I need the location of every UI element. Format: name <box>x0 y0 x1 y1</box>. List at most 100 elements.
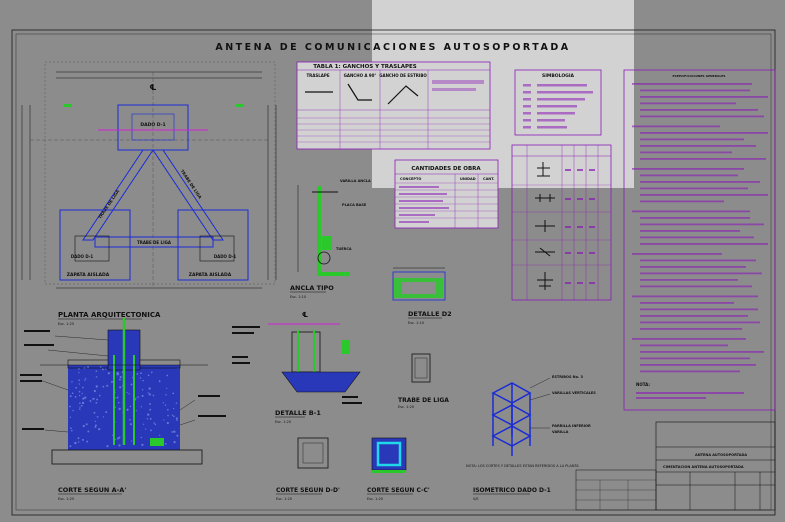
concrete-speck <box>141 389 144 391</box>
cc-plate <box>372 470 406 473</box>
concrete-speck <box>152 394 155 397</box>
concrete-speck <box>135 410 137 412</box>
sheet-title: ANTENA DE COMUNICACIONES AUTOSOPORTADA <box>215 42 570 53</box>
note-line <box>640 181 760 183</box>
dado-left <box>74 235 110 262</box>
plan-dim-frame <box>44 61 276 285</box>
concrete-speck <box>93 411 96 414</box>
dado-right <box>199 235 235 262</box>
notes-nota-text <box>636 392 744 394</box>
concrete-speck <box>93 390 96 393</box>
trabe-liga-inner <box>414 357 428 379</box>
concrete-speck <box>129 423 132 426</box>
iso-title: ISOMETRICO DADO D-1 <box>473 487 551 494</box>
b1-callouts <box>232 326 362 404</box>
ancla-rod <box>317 186 321 266</box>
concrete-speck <box>176 419 178 422</box>
concrete-speck <box>70 427 72 430</box>
concrete-speck <box>85 423 88 426</box>
b1-base <box>281 371 361 393</box>
b1-bolt <box>342 340 350 354</box>
notes-lines <box>632 83 768 373</box>
cantidades-h3: CANT. <box>483 177 494 181</box>
concrete-speck <box>77 437 80 440</box>
concrete-speck <box>126 391 128 394</box>
concrete-speck <box>106 445 109 448</box>
ancla-tag-1: VARILLA ANCLA <box>340 179 371 183</box>
concrete-speck <box>149 403 152 405</box>
note-line <box>632 210 750 213</box>
dd-scale: Esc. 1:20 <box>276 497 292 501</box>
dd-body <box>297 437 329 469</box>
concrete-speck <box>119 386 122 389</box>
concrete-speck <box>165 394 167 396</box>
note-line <box>640 109 758 111</box>
trabe-horizontal <box>94 236 214 248</box>
concrete-speck <box>167 408 169 411</box>
note-line <box>640 194 768 196</box>
concrete-speck <box>84 379 86 381</box>
concrete-speck <box>78 379 81 382</box>
concrete-speck <box>71 392 74 395</box>
concrete-speck <box>95 376 98 378</box>
concrete-speck <box>150 371 153 374</box>
concrete-speck <box>141 443 144 446</box>
concrete-speck <box>145 428 147 430</box>
concrete-speck <box>142 379 144 382</box>
concrete-speck <box>119 376 122 379</box>
concrete-speck <box>84 396 87 399</box>
trabe-liga-title: TRABE DE LIGA <box>398 397 449 404</box>
note-line <box>640 89 750 92</box>
concrete-speck <box>69 395 72 398</box>
concrete-speck <box>118 444 121 447</box>
corte-aa-callouts <box>39 335 196 433</box>
plan-axis-symbol: ℄ <box>149 83 156 92</box>
concrete-speck <box>146 418 149 420</box>
note-line <box>640 145 756 147</box>
concrete-speck <box>86 440 89 443</box>
concrete-speck <box>87 430 90 433</box>
concrete-speck <box>139 377 142 379</box>
d2-outline <box>392 271 446 301</box>
table1-col3: GANCHO DE ESTRIBO <box>379 73 427 78</box>
concrete-speck <box>143 423 145 425</box>
concrete-speck <box>107 372 110 375</box>
dado-right-label: DADO D-1 <box>214 254 237 259</box>
note-line <box>640 279 738 281</box>
concrete-speck <box>74 396 77 398</box>
concrete-speck <box>96 398 98 401</box>
rebar-row-rules <box>512 184 611 266</box>
concrete-speck <box>99 366 102 368</box>
iso-callouts <box>529 377 551 429</box>
concrete-speck <box>106 384 109 387</box>
cantidades-rows <box>395 182 498 219</box>
isometrico-dado: ESTRIBOS No. 3 VARILLAS VERTICALES PARRI… <box>473 375 596 501</box>
note-line <box>640 217 750 219</box>
note-line <box>640 302 734 304</box>
concrete-speck <box>95 401 98 404</box>
concrete-speck <box>81 401 85 405</box>
note-line <box>640 357 750 360</box>
note-line <box>640 115 764 118</box>
concrete-speck <box>158 380 161 383</box>
sheet-inner-border <box>15 33 772 511</box>
corte-aa-callout-text <box>20 330 226 430</box>
concrete-speck <box>172 392 175 395</box>
note-line <box>640 236 754 239</box>
concrete-speck <box>82 397 85 400</box>
note-line <box>640 102 736 105</box>
corte-dd: CORTE SEGUN D-D' Esc. 1:20 <box>276 437 340 501</box>
concrete-speck <box>163 419 165 421</box>
concrete-speck <box>101 368 104 371</box>
concrete-speck <box>140 406 143 408</box>
note-line <box>640 96 768 98</box>
table1-title: TABLA 1: GANCHOS Y TRASLAPES <box>313 64 417 70</box>
table1-hook-2 <box>347 83 372 101</box>
plan-marker-left <box>64 104 72 107</box>
corte-aa-title: CORTE SEGUN A-A' <box>58 486 126 494</box>
note-line <box>640 230 740 232</box>
table1-col2: GANCHO A 90° <box>344 73 377 78</box>
table1-notes-2 <box>432 88 476 91</box>
note-line <box>632 125 720 128</box>
concrete-speck <box>150 429 152 432</box>
